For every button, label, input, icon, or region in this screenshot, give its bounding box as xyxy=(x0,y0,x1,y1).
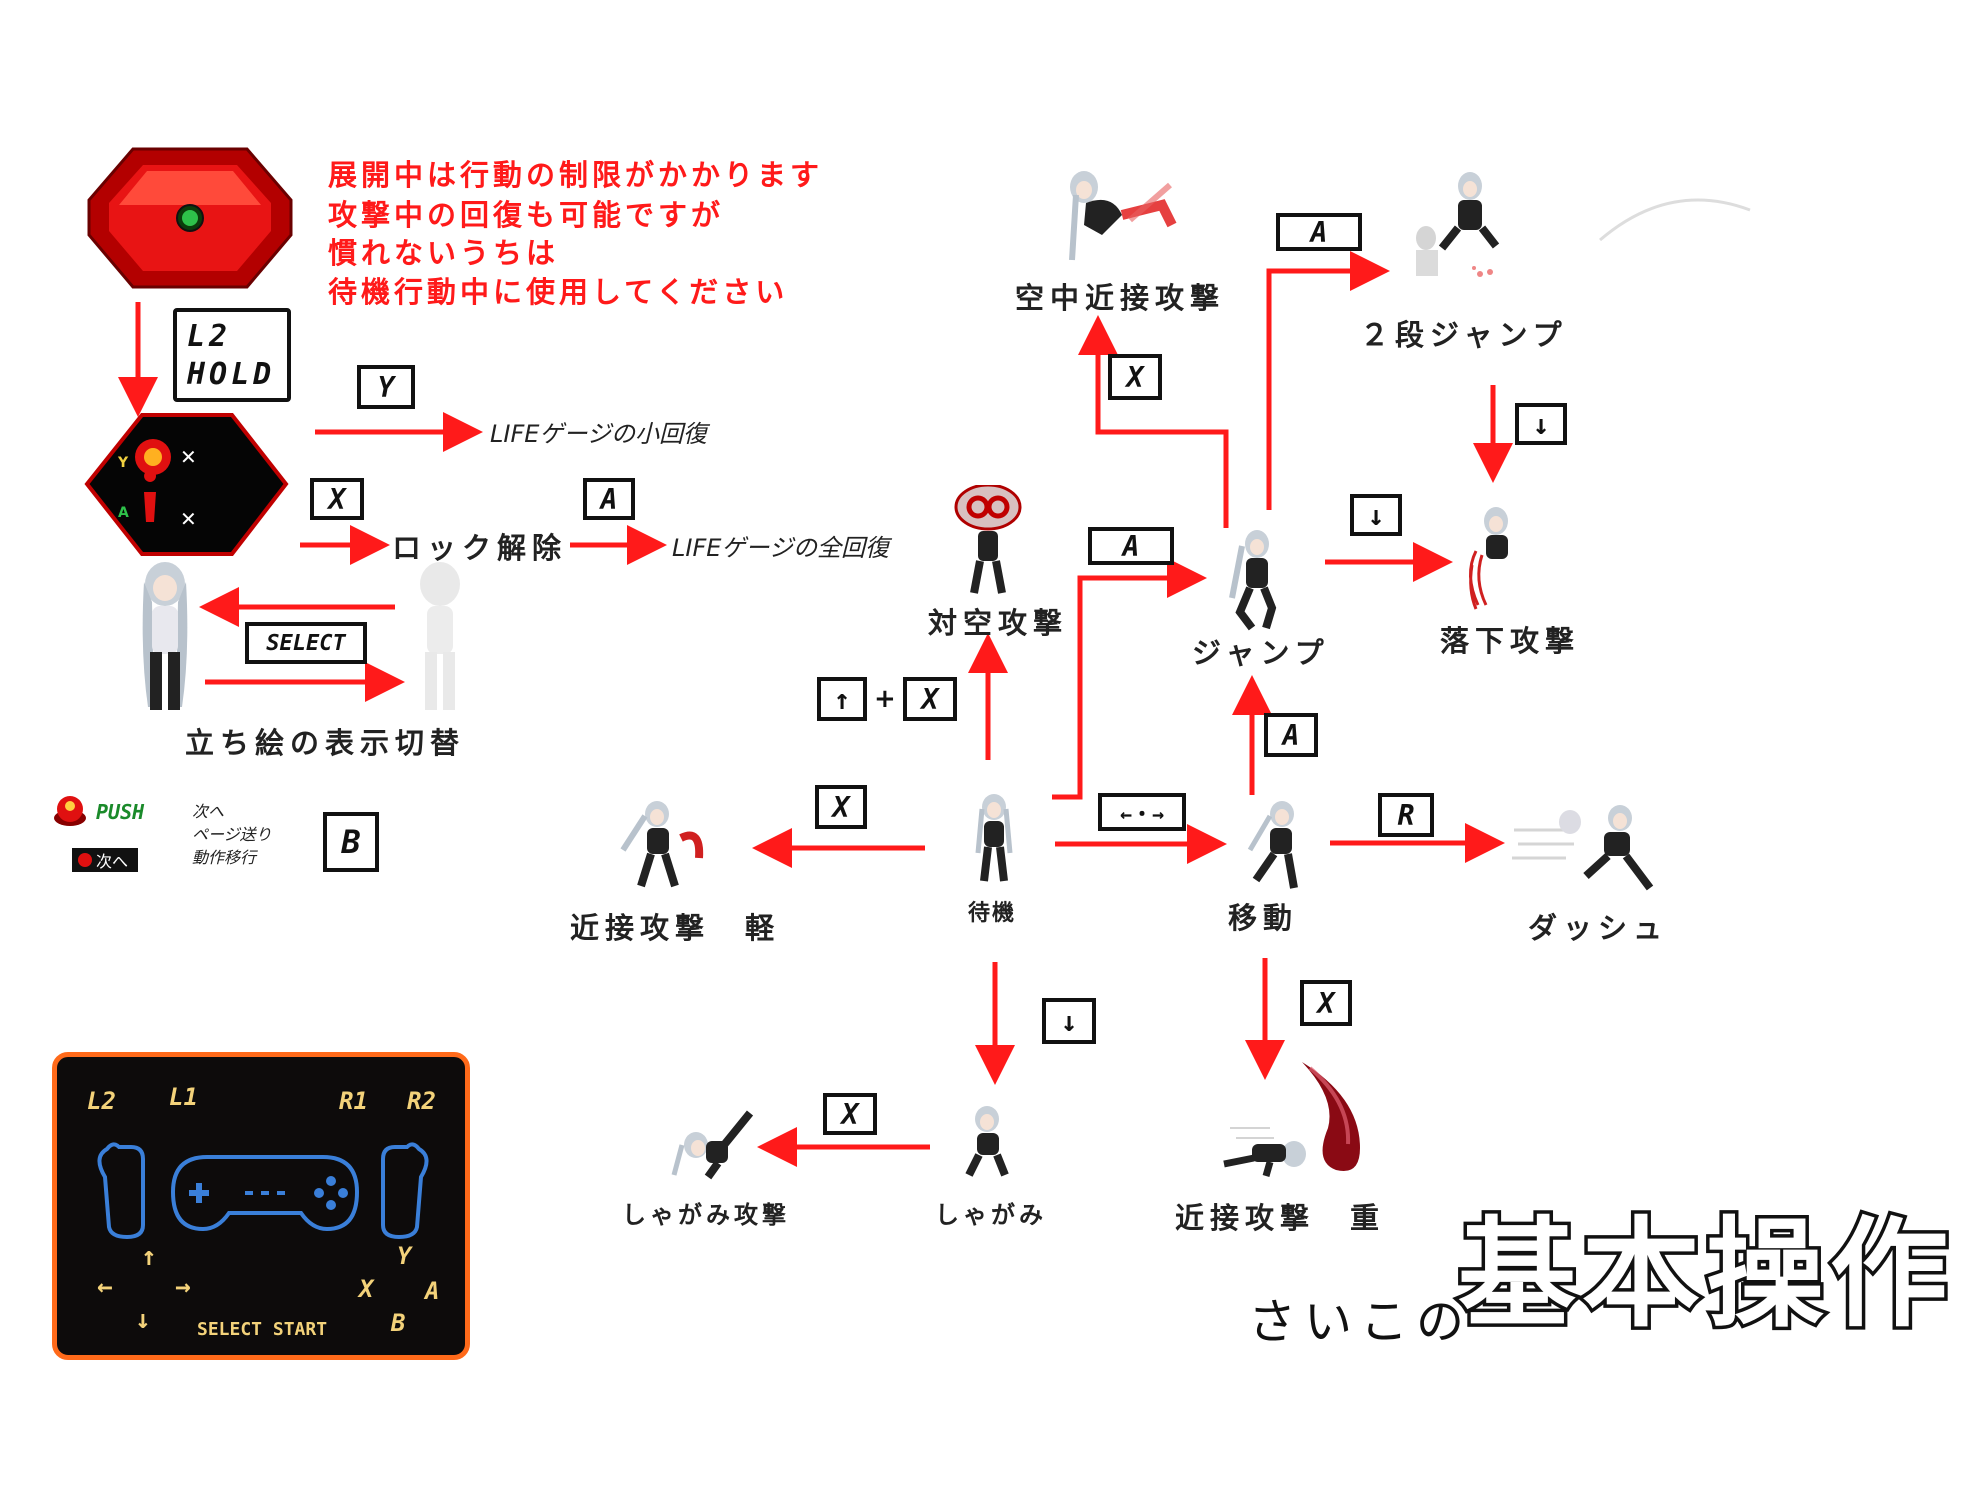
gamepad-icon xyxy=(97,1142,429,1240)
note-line: 慣れないうちは xyxy=(328,236,560,270)
title-big: 基本操作 xyxy=(1454,1201,1955,1347)
push-hint-lines: 次へ ページ送り 動作移行 xyxy=(192,800,272,869)
dash-label: ダッシュ xyxy=(1528,911,1669,945)
move-sprite xyxy=(1247,801,1298,889)
pad-l1-label: L1 xyxy=(169,1083,198,1111)
l2-hold-key: L2 HOLD xyxy=(173,308,291,402)
a-key-move-jump: A xyxy=(1264,713,1318,757)
idle-sprite xyxy=(975,794,1013,882)
plus-sign: + xyxy=(874,684,896,714)
a-key-double-jump: A xyxy=(1276,213,1362,251)
title-small: さいこの xyxy=(1248,1294,1473,1350)
svg-text:✕: ✕ xyxy=(180,507,197,531)
note-line: 展開中は行動の制限がかかります xyxy=(328,158,824,192)
x-key-melee-heavy: X xyxy=(1300,980,1352,1026)
left-right-key: ←・→ xyxy=(1098,793,1186,831)
crouch-attack-sprite xyxy=(671,1110,754,1180)
jump-sprite xyxy=(1229,530,1277,631)
pad-left-arrow: ← xyxy=(97,1272,113,1302)
down-key-crouch: ↓ xyxy=(1042,998,1096,1044)
pad-up-arrow: ↑ xyxy=(141,1242,157,1272)
a-key-jump: A xyxy=(1088,527,1174,565)
move-label: 移動 xyxy=(1228,901,1299,935)
r-key: R xyxy=(1378,793,1434,837)
life-full-label: LIFEゲージの全回復 xyxy=(672,534,889,562)
melee-light-sprite xyxy=(620,801,704,888)
a-key: A xyxy=(583,478,635,520)
x-key-melee-light: X xyxy=(815,785,867,829)
svg-text:✕: ✕ xyxy=(180,445,197,469)
pad-down-arrow: ↓ xyxy=(135,1305,151,1335)
down-key-fall: ↓ xyxy=(1515,403,1567,445)
svg-text:A: A xyxy=(118,505,129,521)
pad-r2-label: R2 xyxy=(407,1087,436,1115)
air-melee-label: 空中近接攻撃 xyxy=(1015,281,1226,315)
push-hint-line: ページ送り xyxy=(192,825,272,844)
anti-air-label: 対空攻撃 xyxy=(928,606,1069,640)
pad-x-label: X xyxy=(359,1275,374,1303)
pad-r1-label: R1 xyxy=(339,1087,368,1115)
lock-release-label: ロック解除 xyxy=(392,531,568,565)
svg-text:Y: Y xyxy=(117,455,129,471)
anti-air-sprite xyxy=(954,485,1022,594)
y-key: Y xyxy=(357,365,415,409)
gem-icon xyxy=(87,147,293,289)
portrait-toggle-label: 立ち絵の表示切替 xyxy=(185,726,466,760)
select-key: SELECT xyxy=(245,622,367,664)
portrait-character-faded xyxy=(420,562,460,710)
idle-label: 待機 xyxy=(968,901,1017,926)
l2-hold-key-line2: HOLD xyxy=(187,357,276,392)
jump-label: ジャンプ xyxy=(1192,636,1330,670)
x-key-crouch-attack: X xyxy=(823,1093,877,1135)
x-key-air-melee: X xyxy=(1108,354,1162,400)
double-jump-sprite xyxy=(1416,172,1500,277)
next-badge-label: 次へ xyxy=(96,852,129,871)
b-button-icon xyxy=(78,853,92,867)
push-hint-line: 動作移行 xyxy=(192,848,257,867)
portrait-character xyxy=(142,562,188,710)
next-badge: 次へ xyxy=(72,848,138,872)
x-key: X xyxy=(310,478,364,520)
pad-y-label: Y xyxy=(397,1242,412,1270)
pad-right-arrow: → xyxy=(175,1272,191,1302)
x-key-anti-air: X xyxy=(903,677,957,721)
l2-hold-key-line1: L2 xyxy=(187,319,232,354)
crouch-sprite xyxy=(965,1106,1009,1177)
heal-menu: Y A ✕ ✕ xyxy=(84,413,289,556)
melee-heavy-sprite xyxy=(1223,1062,1360,1177)
note-line: 攻撃中の回復も可能ですが xyxy=(328,198,725,232)
push-button-icon xyxy=(54,796,86,826)
up-key: ↑ xyxy=(817,677,867,721)
gamepad-panel: L2 L1 R1 R2 ↑ ← → ↓ SELECT START Y X A B xyxy=(52,1052,470,1360)
push-hint-line: 次へ xyxy=(192,802,225,821)
pad-select-start-label: SELECT START xyxy=(197,1319,328,1340)
melee-light-label: 近接攻撃 軽 xyxy=(570,911,781,945)
melee-heavy-label: 近接攻撃 重 xyxy=(1175,1201,1386,1235)
pad-l2-label: L2 xyxy=(87,1087,116,1115)
double-jump-label: ２段ジャンプ xyxy=(1360,318,1568,352)
air-melee-sprite xyxy=(1069,171,1177,261)
life-small-label: LIFEゲージの小回復 xyxy=(490,420,707,448)
pad-a-label: A xyxy=(425,1277,440,1305)
swoosh-decoration xyxy=(1599,198,1751,242)
crouch-attack-label: しゃがみ攻撃 xyxy=(622,1201,790,1229)
dash-sprite xyxy=(1512,805,1654,891)
fall-attack-label: 落下攻撃 xyxy=(1440,624,1581,658)
push-text: PUSH xyxy=(96,800,145,824)
down-key-jump: ↓ xyxy=(1350,494,1402,536)
pad-b-label: B xyxy=(391,1309,406,1337)
crouch-label: しゃがみ xyxy=(935,1201,1047,1229)
fall-attack-sprite xyxy=(1469,507,1508,610)
note-line: 待機行動中に使用してください xyxy=(328,275,789,309)
b-key: B xyxy=(323,812,379,872)
